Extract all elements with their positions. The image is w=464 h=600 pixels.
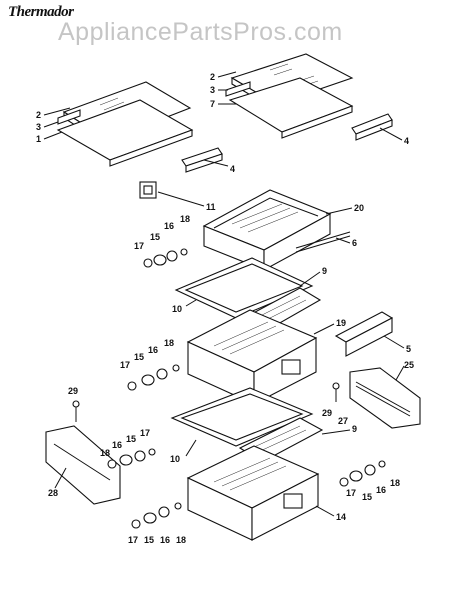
callout-17: 17 [134,241,144,251]
callout-10: 10 [172,304,182,314]
shelf-frame-left[interactable] [56,99,194,167]
roller-assembly-left-rail[interactable] [107,448,156,469]
callout-14: 14 [336,512,346,522]
callout-3: 3 [36,122,41,132]
screw-part-29-left[interactable] [72,400,80,422]
callout-3: 3 [210,85,215,95]
callout-20: 20 [354,203,364,213]
roller-assembly-right[interactable] [339,460,386,487]
callout-labels: 1 2 3 4 2 3 7 4 11 20 6 18 16 15 17 9 10… [36,72,414,545]
callout-2: 2 [210,72,215,82]
callout-18: 18 [390,478,400,488]
callout-16: 16 [112,440,122,450]
callout-18: 18 [100,448,110,458]
shelf-endcap-left[interactable] [181,147,223,173]
shelf-frame-right[interactable] [228,77,354,139]
callout-1: 1 [36,134,41,144]
callout-4: 4 [404,136,409,146]
callout-17: 17 [128,535,138,545]
callout-15: 15 [362,492,372,502]
callout-16: 16 [164,221,174,231]
callout-15: 15 [134,352,144,362]
drawer-rail-part-6[interactable] [295,231,351,253]
callout-11: 11 [206,202,216,212]
drawer-cover-upper[interactable] [174,257,314,319]
callout-16: 16 [148,345,158,355]
callout-15: 15 [150,232,160,242]
roller-assembly-upper[interactable] [143,248,188,268]
callout-18: 18 [180,214,190,224]
callout-15: 15 [144,535,154,545]
shelf-endcap-right[interactable] [351,113,393,141]
callout-29: 29 [322,408,332,418]
crisper-drawer-middle[interactable] [186,309,318,405]
callout-7: 7 [210,99,215,109]
callout-19: 19 [336,318,346,328]
roller-assembly-lower[interactable] [131,502,182,529]
callout-9: 9 [322,266,327,276]
callout-2: 2 [36,110,41,120]
callout-4: 4 [230,164,235,174]
crisper-drawer-upper[interactable] [202,189,332,271]
callout-18: 18 [176,535,186,545]
watermark: AppliancePartsPros.com [58,18,343,46]
leader-lines [43,71,405,517]
callout-25: 25 [404,360,414,370]
callout-15: 15 [126,434,136,444]
callout-28: 28 [48,488,58,498]
callout-16: 16 [376,485,386,495]
support-bracket-part-5[interactable] [334,311,394,357]
callout-17: 17 [346,488,356,498]
callout-29: 29 [68,386,78,396]
crisper-drawer-lower[interactable] [186,445,320,541]
callout-17: 17 [120,360,130,370]
roller-assembly-middle[interactable] [127,364,180,391]
callout-6: 6 [352,238,357,248]
side-rail-left-part-28[interactable] [45,425,121,505]
drawer-cover-lower[interactable] [170,387,314,447]
callout-17: 17 [140,428,150,438]
side-rail-right-part-25[interactable] [349,367,421,429]
screw-part-29-right[interactable] [332,382,340,402]
callout-10: 10 [170,454,180,464]
callout-16: 16 [160,535,170,545]
shelf-trim-right[interactable] [225,81,251,97]
callout-27: 27 [338,416,348,426]
callout-9: 9 [352,424,357,434]
callout-5: 5 [406,344,411,354]
bracket-part-11[interactable] [139,181,157,199]
brand-logo: Thermador [8,4,74,20]
callout-18: 18 [164,338,174,348]
